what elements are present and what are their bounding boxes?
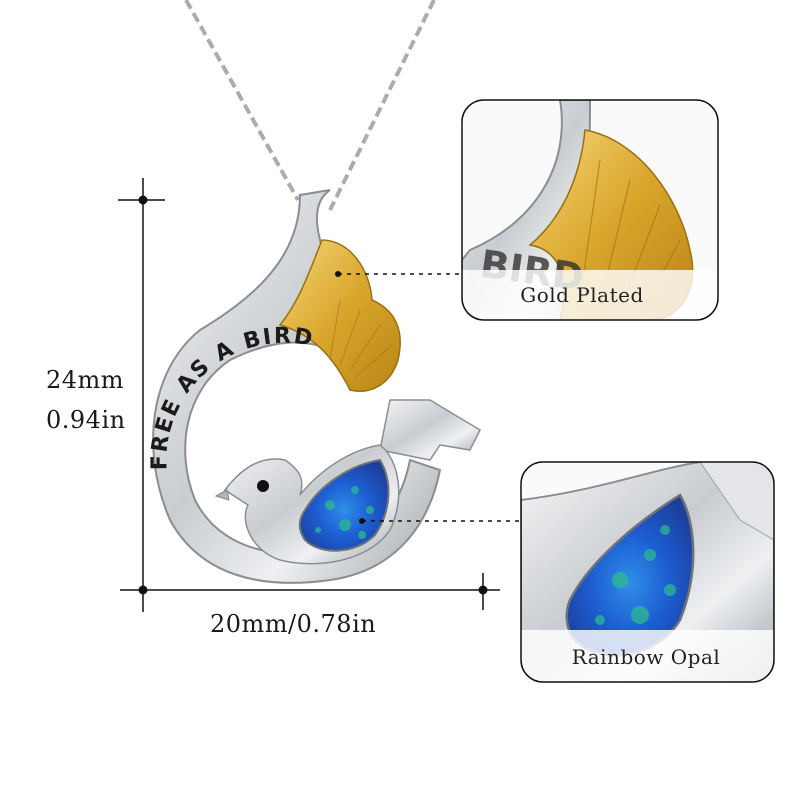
opal-zoom-frame [520,461,775,683]
opal-leader-dot [359,518,365,524]
tail-feathers [379,399,481,461]
height-in-label: 0.94in [46,406,126,434]
bird-eye [257,480,269,492]
bird-beak [214,489,230,501]
rainbow-opal [298,458,390,552]
width-label: 20mm/0.78in [210,610,377,638]
height-mm-label: 24mm [46,366,125,394]
gold-wing [278,239,401,392]
gold-plated-zoom: BIRD Gold Plated [461,99,719,321]
wing-feather-lines [329,299,393,379]
gold-leader-dot [335,271,341,277]
rainbow-opal-label: Rainbow Opal [572,645,721,669]
opal-flecks [315,486,374,539]
chain [184,0,436,211]
height-top-marker [138,195,148,205]
gold-zoom-frame [461,99,719,321]
gold-plated-label: Gold Plated [520,283,644,307]
pendant: FREE AS A BIRD [147,189,481,584]
width-right-marker [478,585,488,595]
rainbow-opal-zoom: Rainbow Opal [520,461,775,683]
